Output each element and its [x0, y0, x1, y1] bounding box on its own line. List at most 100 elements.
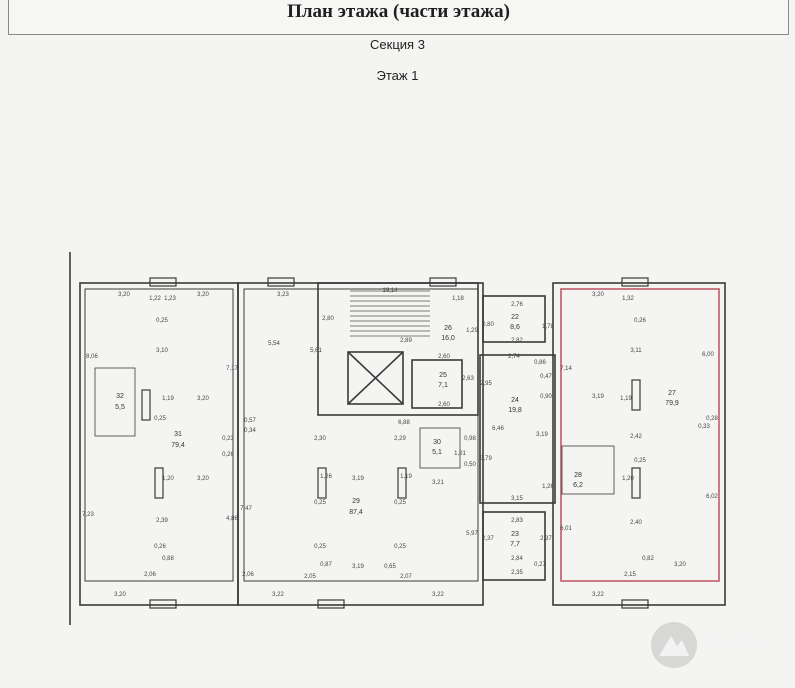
dim-label: 2,39	[156, 518, 168, 524]
dim-label: 1,26	[320, 474, 332, 480]
dim-label: 0,28	[706, 416, 718, 422]
elevator-cross-2	[347, 351, 404, 405]
room-23-area: 7,7	[510, 541, 520, 548]
shark-fin-icon	[651, 622, 697, 668]
dim-label: 2,95	[480, 381, 492, 387]
dim-label: 3,20	[118, 292, 130, 298]
dim-label: 6,02	[706, 494, 718, 500]
dim-label: 19,14	[382, 288, 398, 294]
dim-label: 1,20	[162, 476, 174, 482]
dim-label: 1,78	[542, 324, 554, 330]
dim-label: 6,00	[702, 352, 714, 358]
room-29-area: 87,4	[349, 509, 363, 516]
dim-label: 2,06	[242, 572, 254, 578]
dim-label: 1,01	[454, 451, 466, 457]
elevator-shaft	[347, 351, 404, 405]
room-25-outline	[411, 359, 463, 409]
dim-label: 4,86	[226, 516, 238, 522]
dim-label: 0,50	[464, 462, 476, 468]
dim-label: 0,82	[642, 556, 654, 562]
room-24-outline	[479, 354, 556, 504]
dim-label: 7,23	[82, 512, 94, 518]
dim-label: 0,25	[634, 458, 646, 464]
room-30-number: 30	[433, 439, 441, 446]
room-23-number: 23	[511, 531, 519, 538]
dim-label: 1,19	[162, 396, 174, 402]
dim-label: 3,23	[277, 292, 289, 298]
room-27-area: 79,9	[665, 400, 679, 407]
room-26-area: 16,0	[441, 335, 455, 342]
dim-label: 3,19	[592, 394, 604, 400]
dim-label: 3,22	[592, 592, 604, 598]
room-27-highlight	[560, 288, 720, 582]
dim-label: 5,54	[268, 341, 280, 347]
room-24-number: 24	[511, 397, 519, 404]
room-28-outline	[561, 445, 615, 495]
dim-label: 2,05	[304, 574, 316, 580]
dim-label: 3,79	[480, 456, 492, 462]
dim-label: 3,20	[592, 292, 604, 298]
dim-label: 2,30	[314, 436, 326, 442]
dim-label: 1,22	[149, 296, 161, 302]
dim-label: 0,90	[540, 394, 552, 400]
dim-label: 0,34	[244, 428, 256, 434]
dim-label: 0,86	[534, 360, 546, 366]
section-label: Секция 3	[370, 37, 425, 52]
dim-label: 0,80	[482, 322, 494, 328]
room-24-area: 19,8	[508, 407, 522, 414]
dim-label: 7,14	[560, 366, 572, 372]
dim-label: 3,19	[536, 432, 548, 438]
dim-label: 2,37	[540, 536, 552, 542]
dim-label: 5,61	[310, 348, 322, 354]
dim-label: 1,26	[542, 484, 554, 490]
dim-label: 0,25	[314, 500, 326, 506]
dim-label: 3,20	[197, 292, 209, 298]
dim-label: 2,83	[511, 518, 523, 524]
dim-label: 2,60	[438, 354, 450, 360]
dim-label: 0,25	[156, 318, 168, 324]
dim-label: 2,76	[511, 302, 523, 308]
window-marks	[141, 277, 649, 609]
dim-label: 3,19	[352, 564, 364, 570]
room-28-number: 28	[574, 472, 582, 479]
dim-label: 8,06	[86, 354, 98, 360]
dim-label: 0,25	[394, 544, 406, 550]
logo-text: АКУЛА	[705, 634, 767, 651]
dim-label: 2,07	[400, 574, 412, 580]
dim-label: 1,18	[452, 296, 464, 302]
dim-label: 0,26	[154, 544, 166, 550]
dim-label: 2,42	[630, 434, 642, 440]
dim-label: 1,23	[164, 296, 176, 302]
room-30-outline	[419, 427, 461, 469]
dim-label: 0,65	[384, 564, 396, 570]
dim-label: 2,15	[624, 572, 636, 578]
room-22-number: 22	[511, 314, 519, 321]
dim-label: 0,25	[154, 416, 166, 422]
dim-label: 2,37	[482, 536, 494, 542]
dim-label: 0,57	[244, 418, 256, 424]
dim-label: 2,89	[400, 338, 412, 344]
dim-label: 3,20	[114, 592, 126, 598]
room-28-area: 6,2	[573, 482, 583, 489]
dim-label: 0,25	[394, 500, 406, 506]
dim-label: 3,22	[272, 592, 284, 598]
dim-label: 1,32	[622, 296, 634, 302]
page-title: План этажа (части этажа)	[287, 1, 510, 22]
dim-label: 2,40	[630, 520, 642, 526]
dim-label: 3,22	[432, 592, 444, 598]
room-25-number: 25	[439, 372, 447, 379]
dim-label: 3,20	[197, 476, 209, 482]
dim-label: 2,82	[511, 338, 523, 344]
dim-label: 1,29	[466, 328, 478, 334]
dim-label: 2,80	[322, 316, 334, 322]
dim-label: 1,19	[620, 396, 632, 402]
dim-label: 0,33	[698, 424, 710, 430]
dim-label: 3,10	[156, 348, 168, 354]
dim-label: 0,27	[534, 562, 546, 568]
dim-label: 2,63	[462, 376, 474, 382]
dim-label: 3,20	[674, 562, 686, 568]
dim-label: 0,88	[162, 556, 174, 562]
dim-label: 7,47	[240, 506, 252, 512]
room-31-outline	[79, 282, 239, 606]
